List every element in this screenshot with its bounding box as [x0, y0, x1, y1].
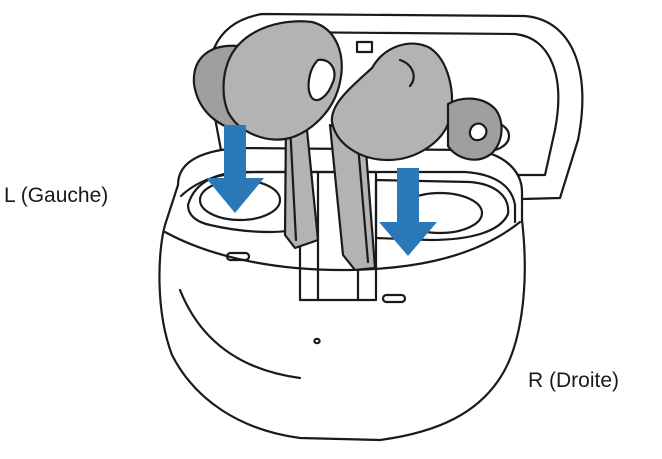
right-earbud-label: R (Droite) [528, 369, 619, 393]
left-earbud-label: L (Gauche) [4, 184, 108, 208]
